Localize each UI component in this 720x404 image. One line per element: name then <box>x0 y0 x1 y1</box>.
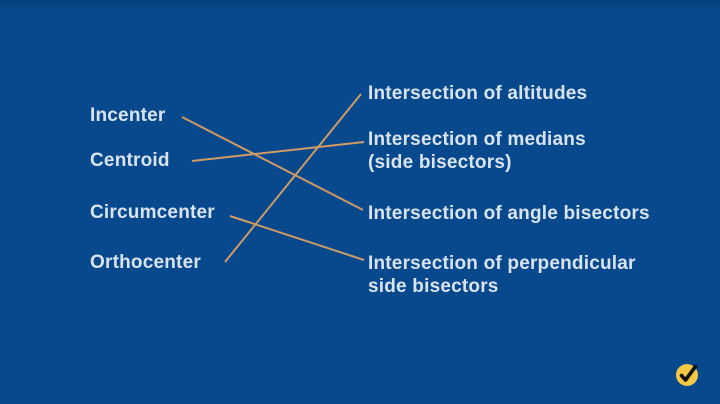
definition-line1: Intersection of altitudes <box>368 83 588 104</box>
term-circumcenter[interactable]: Circumcenter <box>90 202 215 223</box>
definition-perpendicular-bisectors[interactable]: Intersection of perpendicular side bisec… <box>368 252 636 298</box>
definition-angle-bisectors[interactable]: Intersection of angle bisectors <box>368 202 650 225</box>
checkmark-logo-icon <box>676 364 698 386</box>
connection-line <box>191 141 365 162</box>
definition-medians[interactable]: Intersection of medians (side bisectors) <box>368 128 586 174</box>
connection-line <box>181 116 364 211</box>
check-icon <box>679 364 698 382</box>
term-incenter[interactable]: Incenter <box>90 105 166 126</box>
definition-line1: Intersection of medians <box>368 129 586 150</box>
term-centroid[interactable]: Centroid <box>90 150 170 171</box>
definition-altitudes[interactable]: Intersection of altitudes <box>368 82 587 105</box>
term-orthocenter[interactable]: Orthocenter <box>90 252 201 273</box>
definition-line1: Intersection of angle bisectors <box>368 203 650 224</box>
connection-line <box>224 93 362 263</box>
definition-line1: Intersection of perpendicular <box>368 253 636 274</box>
definition-line2: (side bisectors) <box>368 152 512 173</box>
connection-line <box>229 215 365 261</box>
definition-line2: side bisectors <box>368 276 499 297</box>
